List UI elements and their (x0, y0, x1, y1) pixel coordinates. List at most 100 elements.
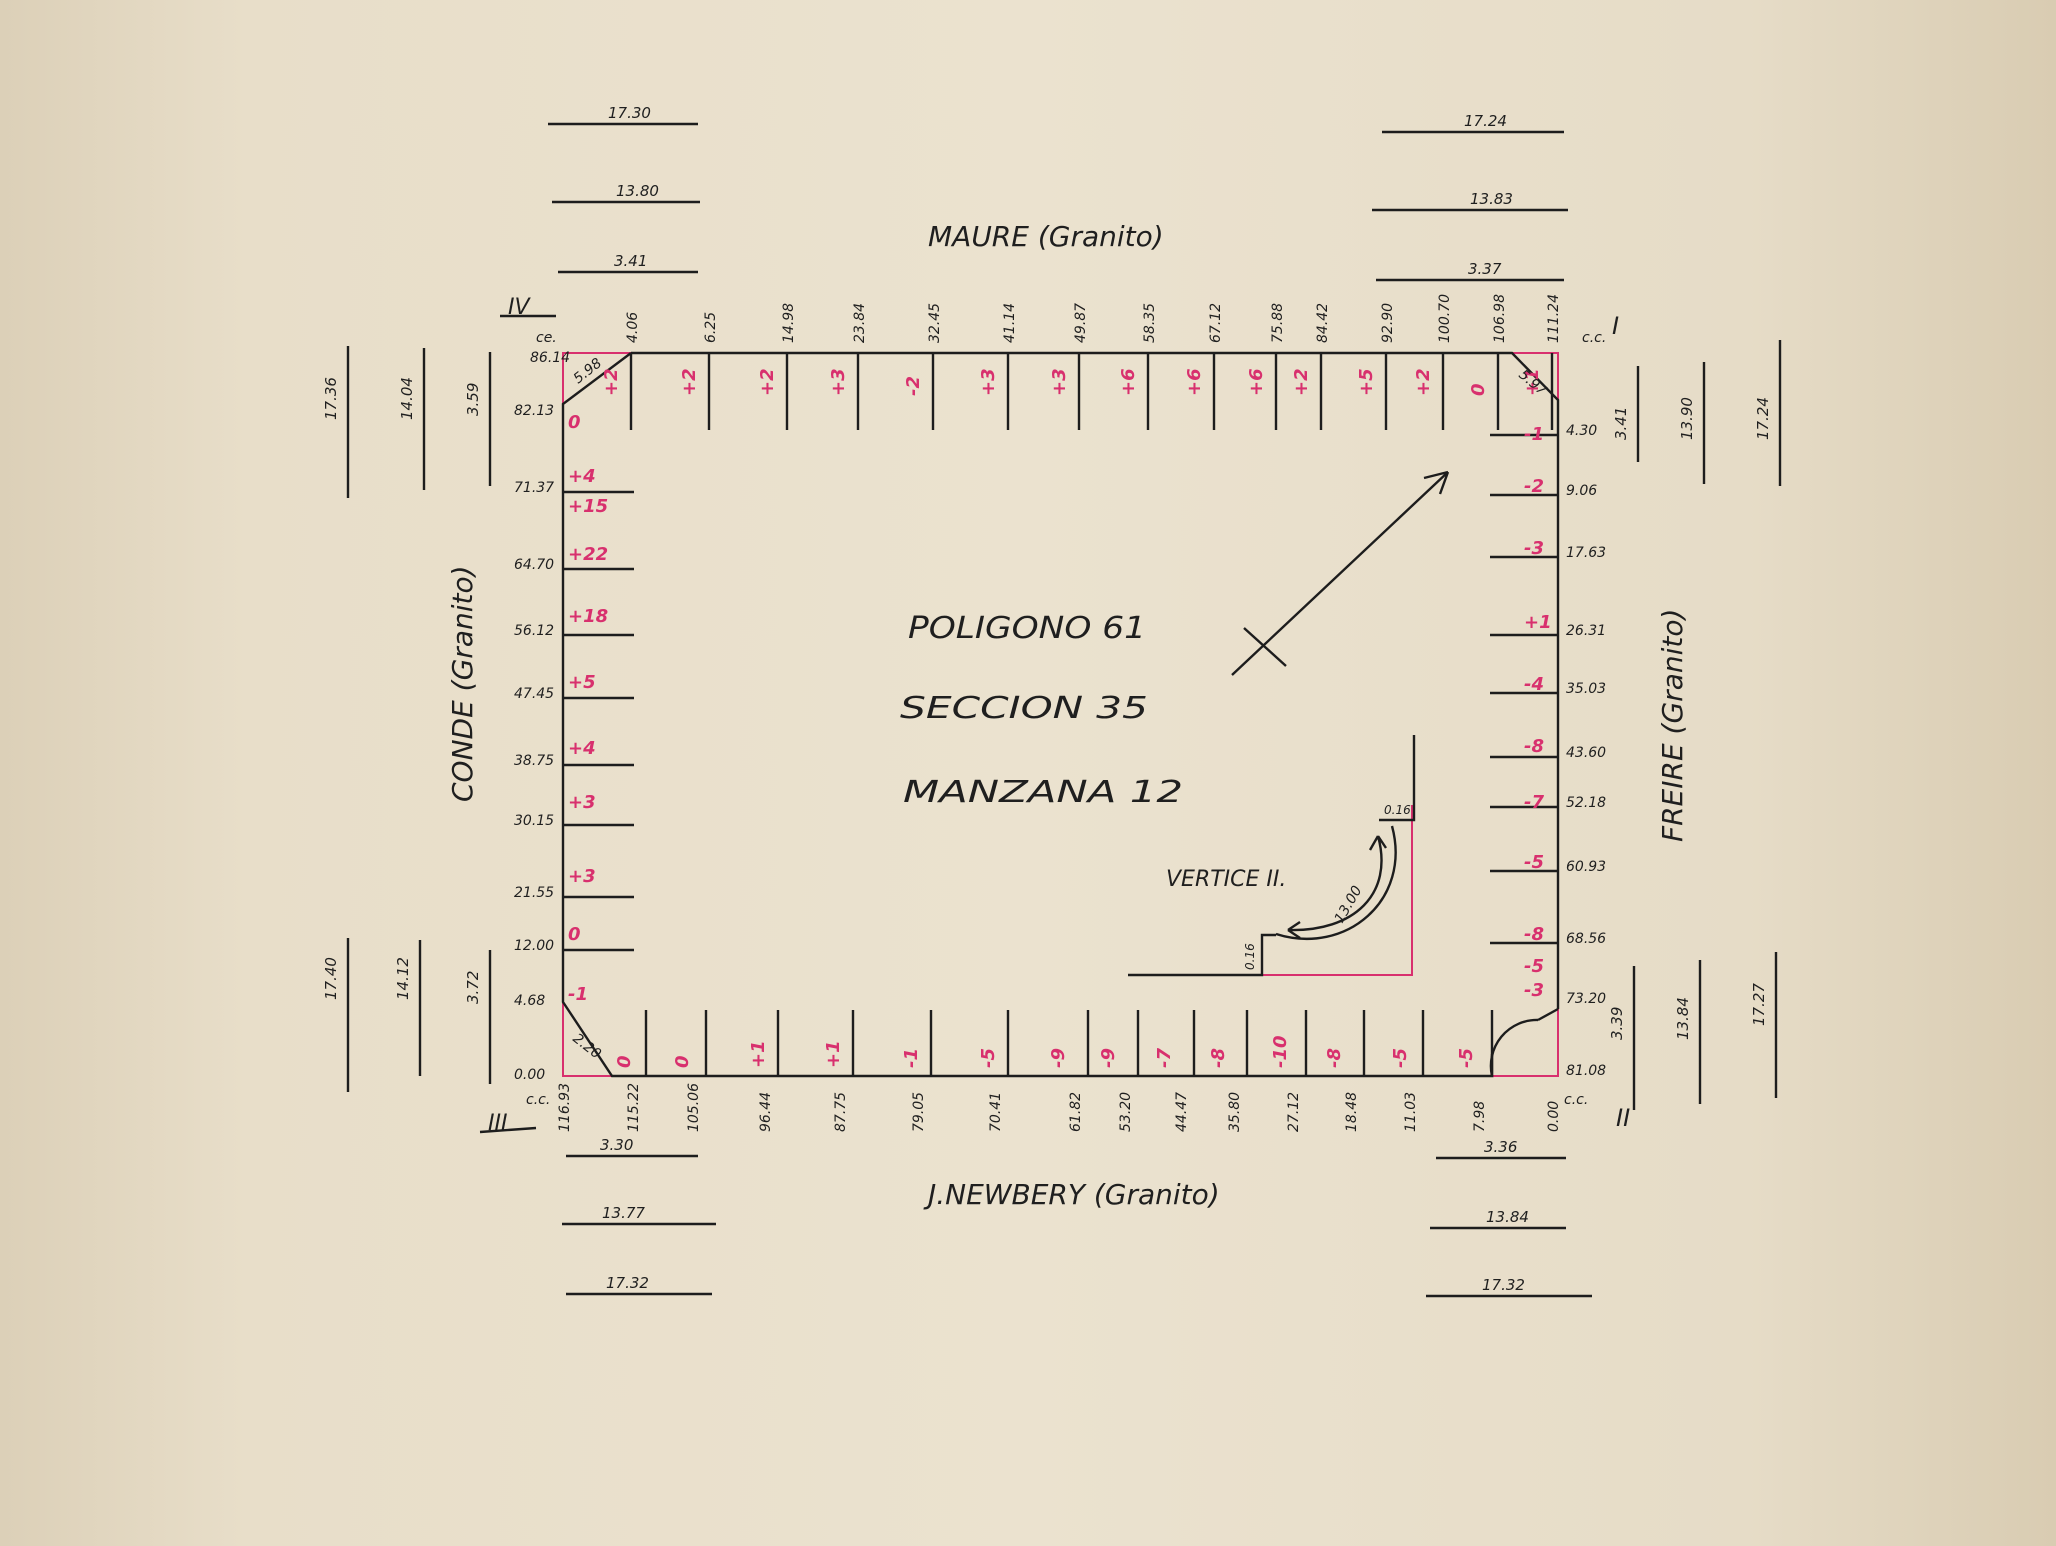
right-level: -8 (1524, 736, 1544, 757)
top-distance: 49.87 (1073, 303, 1089, 343)
block-outline (561, 351, 1560, 1078)
right-distance: 60.93 (1566, 859, 1606, 875)
top-level: +1 (1522, 368, 1543, 396)
top-level: +3 (978, 368, 999, 396)
bottom-level: 0 (614, 1055, 635, 1068)
right-distance: 81.08 (1566, 1063, 1606, 1079)
bottom-distance: 7.98 (1472, 1101, 1488, 1132)
width-value: 13.84 (1486, 1208, 1529, 1226)
bottom-distance: 79.05 (911, 1092, 927, 1132)
vertex-detail-outline (1128, 735, 1416, 977)
left-distance: 47.45 (514, 686, 554, 702)
bottom-level: -8 (1324, 1048, 1345, 1068)
vertex-arc (1275, 825, 1397, 940)
right-distance: 73.20 (1566, 991, 1606, 1007)
bottom-distance: 53.20 (1118, 1092, 1134, 1132)
bottom-distance: 116.93 (557, 1083, 573, 1132)
left-level: +22 (568, 544, 608, 565)
left-distance: 71.37 (514, 480, 554, 496)
ce-top-left: ce. (536, 330, 557, 346)
right-distance: 9.06 (1566, 483, 1597, 499)
top-distance: 32.45 (927, 303, 943, 343)
right-level: -4 (1524, 674, 1544, 695)
bottom-distance: 70.41 (988, 1092, 1004, 1132)
left-distance: 0.00 (514, 1067, 545, 1083)
vertex-arc-arrow (1287, 835, 1387, 939)
right-level: -1 (1524, 424, 1544, 445)
width-value: 17.36 (322, 377, 340, 420)
left-distance: 4.68 (514, 993, 545, 1009)
top-level: +6 (1184, 368, 1205, 396)
vertex-i: I (1612, 312, 1619, 340)
top-distance: 6.25 (703, 312, 719, 343)
left-level: +4 (568, 738, 596, 759)
width-value: 3.59 (464, 383, 482, 416)
top-distance: 92.90 (1380, 303, 1396, 343)
top-distance: 100.70 (1437, 294, 1453, 343)
top-level: +3 (828, 368, 849, 396)
width-value: 17.32 (606, 1274, 649, 1292)
cc-bottom-left: c.c. (526, 1092, 550, 1108)
width-value: 3.37 (1468, 260, 1502, 278)
top-distance: 67.12 (1208, 303, 1224, 343)
bottom-distance: 105.06 (686, 1083, 702, 1132)
vertex-offset-top: 0.16 (1384, 803, 1411, 817)
width-value: 13.77 (602, 1204, 645, 1222)
vertex-detail-label: VERTICE II. (1166, 867, 1286, 892)
right-distance: 35.03 (1566, 681, 1606, 697)
street-maure: MAURE (Granito) (928, 220, 1164, 253)
bottom-distance: 0.00 (1546, 1101, 1562, 1132)
north-arrow (1231, 470, 1450, 676)
bottom-distance: 35.80 (1227, 1092, 1243, 1132)
street-conde: CONDE (Granito) (446, 565, 479, 802)
bottom-distance: 96.44 (758, 1092, 774, 1132)
left-distance: 56.12 (514, 623, 554, 639)
vertex-offset-left: 0.16 (1243, 943, 1257, 970)
right-distance: 43.60 (1566, 745, 1606, 761)
right-distance: 68.56 (1566, 931, 1606, 947)
top-level: 0 (1468, 383, 1489, 396)
vertex-iv: IV (508, 295, 531, 320)
left-level: +18 (568, 606, 608, 627)
bottom-distance: 87.75 (833, 1092, 849, 1132)
width-value: 14.04 (398, 377, 416, 420)
bottom-distance: 115.22 (626, 1083, 642, 1132)
bottom-level: -5 (1456, 1048, 1477, 1068)
right-distance: 52.18 (1566, 795, 1606, 811)
top-level: +5 (1356, 368, 1377, 396)
top-level: +6 (1118, 368, 1139, 396)
top-level: +2 (1291, 368, 1312, 396)
top-distance: 41.14 (1002, 303, 1018, 343)
top-distance: 84.42 (1315, 303, 1331, 343)
bottom-level: -5 (978, 1048, 999, 1068)
width-value: 17.24 (1754, 397, 1772, 440)
bottom-distance: 44.47 (1174, 1092, 1190, 1132)
right-level: -5 (1524, 956, 1544, 977)
width-value: 3.30 (600, 1136, 633, 1154)
width-value: 3.72 (464, 971, 482, 1004)
right-level: -8 (1524, 924, 1544, 945)
top-left-start-value: 86.14 (530, 350, 570, 366)
right-level: -2 (1524, 476, 1544, 497)
vertex-arc-length: 13.00 (1332, 883, 1366, 926)
left-level: +15 (568, 496, 608, 517)
top-level: +2 (757, 368, 778, 396)
width-value: 17.27 (1750, 983, 1768, 1026)
left-level: +5 (568, 672, 596, 693)
width-value: 13.84 (1674, 997, 1692, 1040)
top-distance: 106.98 (1492, 294, 1508, 343)
left-distance: 30.15 (514, 813, 554, 829)
left-distance: 21.55 (514, 885, 554, 901)
street-newbery: J.NEWBERY (Granito) (923, 1178, 1220, 1211)
width-value: 3.39 (1608, 1007, 1626, 1040)
top-distance: 14.98 (781, 303, 797, 343)
vertex-iii-underline (479, 1126, 537, 1134)
left-distance: 82.13 (514, 403, 554, 419)
cc-bottom-right: c.c. (1564, 1092, 1588, 1108)
top-level: +2 (601, 368, 622, 396)
width-value: 17.32 (1482, 1276, 1525, 1294)
bottom-level: -8 (1208, 1048, 1229, 1068)
vertex-ii: II (1616, 1104, 1630, 1132)
